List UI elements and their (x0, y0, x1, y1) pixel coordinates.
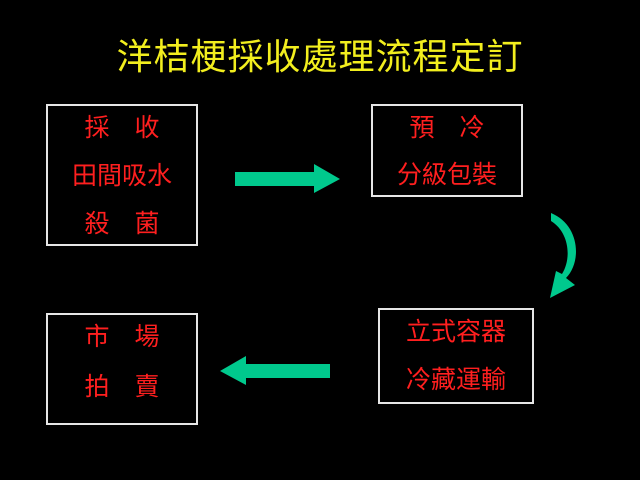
step-harvest-box: 採 收 田間吸水 殺 菌 (46, 104, 198, 246)
step-label: 分級包裝 (396, 160, 497, 189)
step-precool-box: 預 冷 分級包裝 (371, 104, 523, 197)
step-market-box: 市 場 拍 賣 (46, 313, 198, 425)
arrow-left-icon (220, 356, 330, 385)
step-label: 市 場 (84, 322, 160, 351)
step-label: 冷藏運輸 (405, 365, 506, 394)
step-label: 採 收 (84, 113, 160, 142)
diagram-title: 洋桔梗採收處理流程定訂 (116, 37, 524, 78)
step-label: 立式容器 (405, 317, 506, 346)
curved-arrow-down-icon (550, 213, 576, 298)
step-label: 田間吸水 (71, 161, 172, 190)
step-label: 殺 菌 (84, 209, 160, 238)
step-label: 拍 賣 (84, 372, 160, 401)
step-label: 預 冷 (409, 113, 485, 142)
step-transport-box: 立式容器 冷藏運輸 (378, 308, 534, 404)
arrow-right-icon (235, 164, 340, 193)
